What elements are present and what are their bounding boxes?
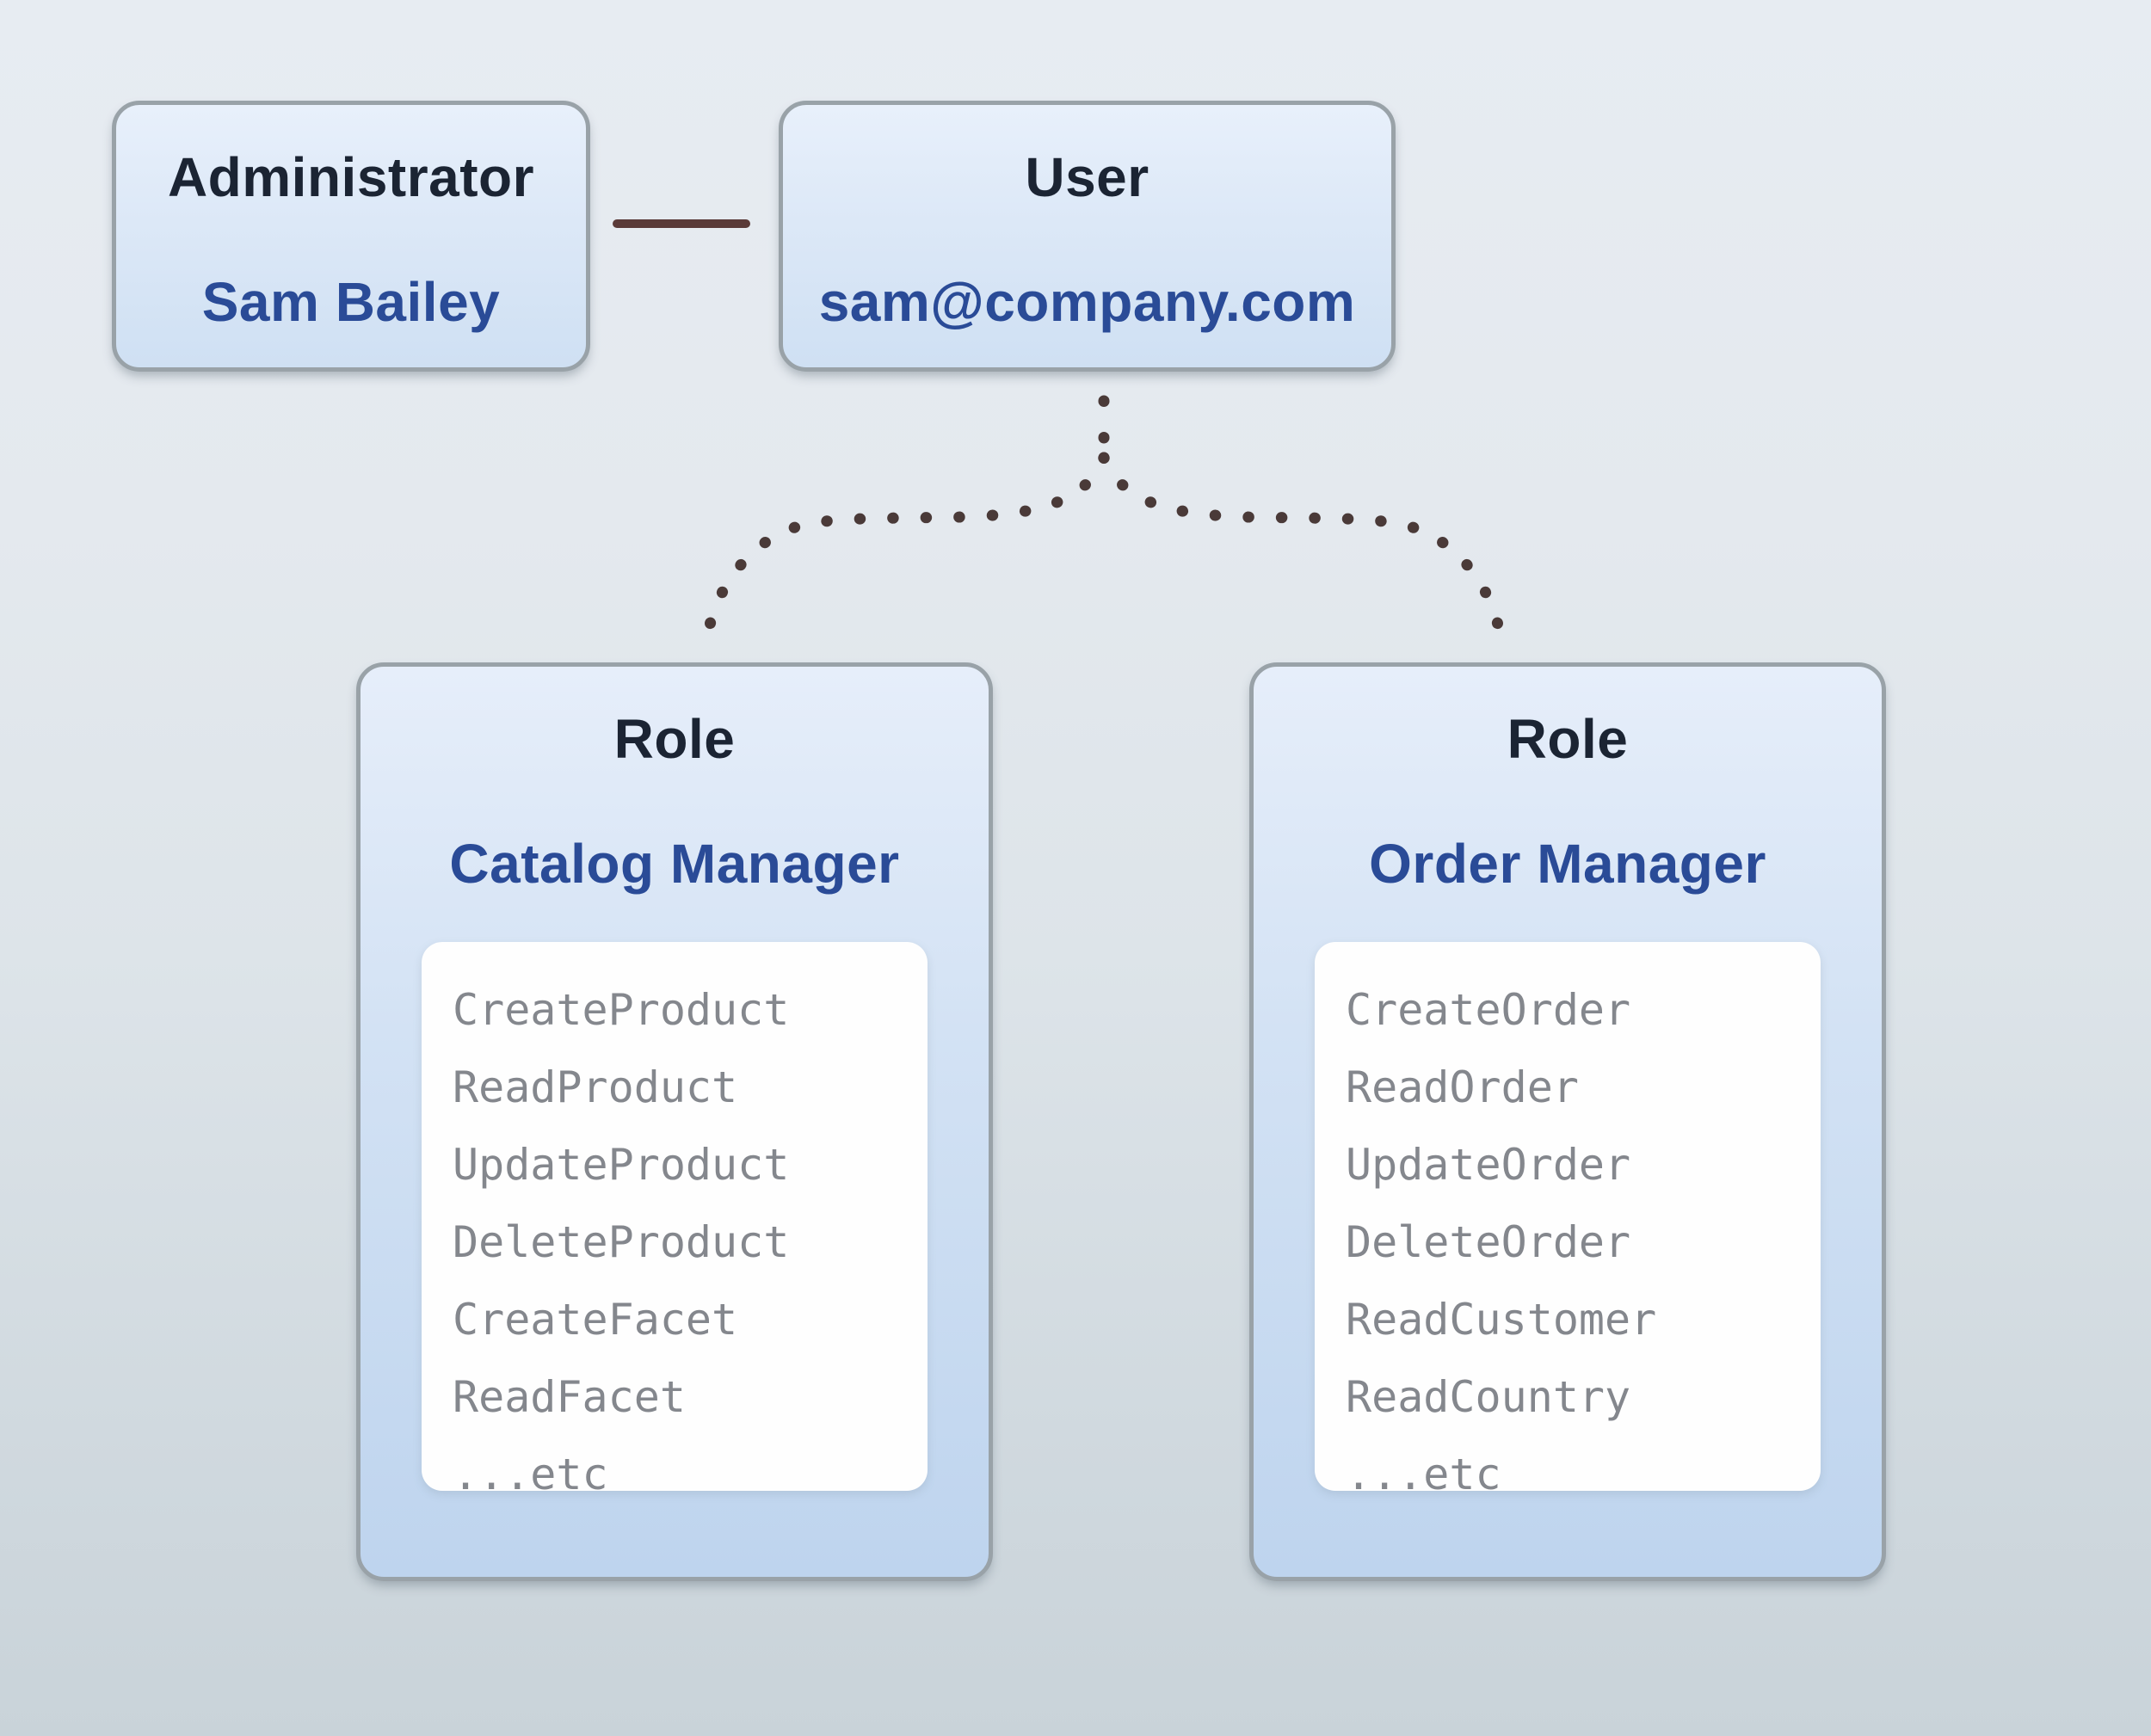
permission-item: UpdateProduct	[453, 1140, 790, 1190]
connector-right-branch	[1098, 452, 1507, 649]
user-email: sam@company.com	[818, 271, 1356, 333]
role-name: Catalog Manager	[449, 833, 900, 895]
admin-user-connector-line	[613, 219, 750, 228]
role-card-catalog-manager: Role Catalog Manager CreateProduct ReadP…	[356, 662, 993, 1581]
role-card-title: Role	[1507, 708, 1629, 770]
user-card: User sam@company.com	[779, 101, 1396, 372]
permissions-panel: CreateProduct ReadProduct UpdateProduct …	[422, 942, 928, 1499]
user-card-title: User	[1025, 146, 1149, 208]
permission-item: ReadFacet	[453, 1372, 686, 1422]
permission-item: CreateOrder	[1346, 985, 1631, 1035]
administrator-card: Administrator Sam Bailey	[112, 101, 590, 372]
administrator-name: Sam Bailey	[201, 271, 501, 333]
permission-item: CreateFacet	[453, 1295, 738, 1345]
permission-item: ReadOrder	[1346, 1062, 1579, 1112]
role-card-order-manager: Role Order Manager CreateOrder ReadOrder…	[1249, 662, 1886, 1581]
role-name: Order Manager	[1369, 833, 1766, 895]
permission-item: ReadProduct	[453, 1062, 738, 1112]
administrator-card-title: Administrator	[167, 146, 535, 208]
permission-item: DeleteProduct	[453, 1217, 790, 1267]
permission-item: CreateProduct	[453, 985, 790, 1035]
permission-item: UpdateOrder	[1346, 1140, 1631, 1190]
permissions-panel: CreateOrder ReadOrder UpdateOrder Delete…	[1315, 942, 1821, 1499]
permission-item: ReadCountry	[1346, 1372, 1631, 1422]
role-card-title: Role	[613, 708, 736, 770]
permission-item: ...etc	[1346, 1450, 1501, 1499]
permission-item: ReadCustomer	[1346, 1295, 1657, 1345]
permission-item: DeleteOrder	[1346, 1217, 1631, 1267]
connector-left-branch	[700, 452, 1110, 649]
permission-item: ...etc	[453, 1450, 608, 1499]
